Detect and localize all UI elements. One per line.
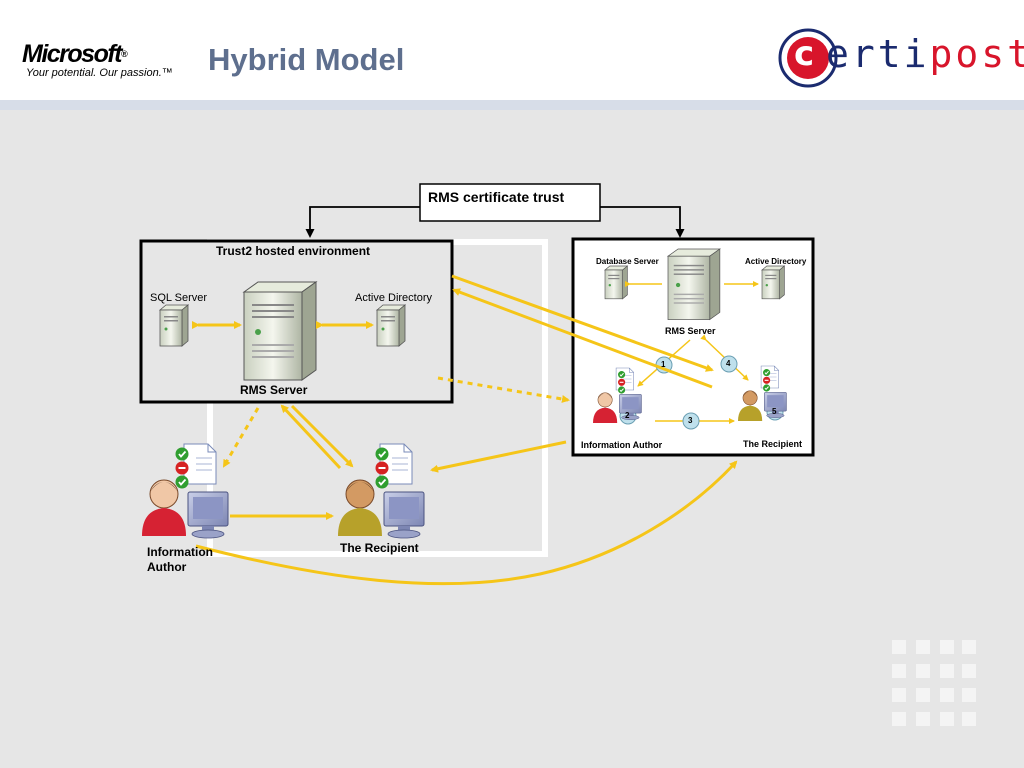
database-server-icon <box>604 265 628 300</box>
certipost-logo-dot <box>787 37 829 79</box>
active-directory-server-icon <box>376 304 406 347</box>
sql-server-icon <box>159 304 189 347</box>
recipient-to-rms-arrow <box>280 404 342 470</box>
recipient-icon <box>338 443 425 539</box>
header-bar <box>0 0 1024 100</box>
author-to-onprem-curve-arrow <box>195 460 738 586</box>
step-badge-3 <box>682 412 700 430</box>
certipost-wordmark-part2: post <box>929 32 1024 76</box>
microsoft-wordmark: Microsoft <box>22 40 123 68</box>
recipient-label: The Recipient <box>340 541 419 555</box>
onprem-rms-server-icon <box>667 248 721 320</box>
onprem-recipient-icon <box>738 365 787 421</box>
slide-title: Hybrid Model <box>208 42 405 77</box>
registered-mark: ® <box>121 49 128 59</box>
onprem-to-hosted-arrow <box>452 288 713 389</box>
certipost-logo-letter: c <box>794 34 815 74</box>
rms-to-author-dotted-arrow <box>222 407 260 468</box>
onprem-author-label: Information Author <box>581 440 663 450</box>
step-number-1: 1 <box>661 360 666 369</box>
certipost-logo-circle <box>778 28 838 88</box>
onprem-to-recipient-arrow <box>430 440 567 473</box>
database-server-label: Database Server <box>596 257 659 266</box>
rms-server-label: RMS Server <box>240 383 308 397</box>
trust-label: RMS certificate trust <box>428 189 565 205</box>
certipost-wordmark-part1: erti <box>826 32 930 76</box>
trust-arrow-left <box>305 206 420 238</box>
certipost-wordmark: ertipost <box>826 32 1024 76</box>
header-divider <box>0 100 1024 110</box>
step-number-2: 2 <box>625 411 630 420</box>
onprem-recipient-label: The Recipient <box>743 439 803 449</box>
certipost-logo-graphic <box>778 28 838 88</box>
decorative-squares <box>892 640 976 726</box>
step-number-5: 5 <box>772 407 777 416</box>
rms-server-icon <box>243 281 317 381</box>
onprem-active-directory-server-icon <box>761 265 785 300</box>
trust-arrow-right <box>600 206 685 238</box>
active-directory-label: Active Directory <box>355 292 433 304</box>
onprem-active-directory-label: Active Directory <box>745 257 807 266</box>
step-number-4: 4 <box>726 359 731 368</box>
hosted-to-onprem-dotted-arrow <box>437 376 570 403</box>
information-author-label: Information Author <box>147 545 213 574</box>
rms-to-recipient-arrow-a <box>290 404 354 468</box>
hosted-to-onprem-arrow-top <box>451 274 714 372</box>
microsoft-logo: Microsoft® Your potential. Our passion.™ <box>22 40 173 80</box>
trust-label-box <box>419 183 601 222</box>
onprem-author-icon <box>593 367 642 423</box>
information-author-icon <box>142 443 229 539</box>
sql-server-label: SQL Server <box>150 292 208 304</box>
step-number-3: 3 <box>688 416 693 425</box>
onprem-rms-server-label: RMS Server <box>665 326 716 336</box>
step-badge-4 <box>720 355 738 373</box>
hosted-environment-title: Trust2 hosted environment <box>216 244 371 258</box>
microsoft-tagline: Your potential. Our passion.™ <box>26 67 173 79</box>
